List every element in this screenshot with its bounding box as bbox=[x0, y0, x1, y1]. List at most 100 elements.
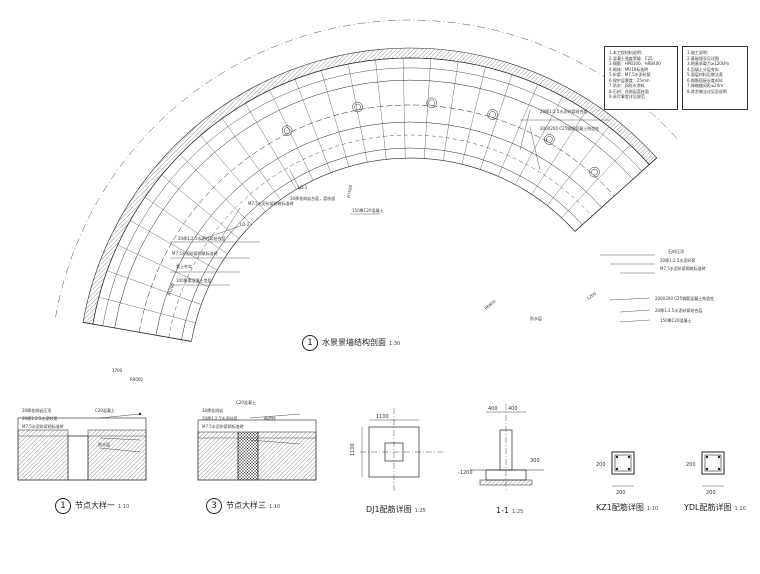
fountain-light-icon bbox=[544, 134, 555, 145]
note-left-line: 8.石材：花岗岩荔枝面 bbox=[609, 88, 649, 94]
plan-label-c: 100厚素混凝土垫层 bbox=[176, 277, 212, 283]
ydl-dim-w: 200 bbox=[706, 490, 716, 496]
ydl-text: YDL配筋详图 bbox=[684, 503, 732, 512]
fountain-light-icon bbox=[489, 111, 496, 118]
plan-label-f: M7.5水泥砂浆砌筑标准砖 bbox=[248, 200, 294, 206]
note-left-line: 4.砌体：MU10标准砖 bbox=[609, 66, 649, 72]
radial-joint bbox=[561, 144, 631, 218]
plan-label-d: 素土夯实 bbox=[176, 263, 192, 269]
outer-wall-band bbox=[82, 47, 658, 325]
plan-label-j: 石材压顶 bbox=[668, 248, 684, 254]
plan-label-q: 1200 bbox=[586, 291, 598, 301]
note-right-line: 8.其余做法详见总说明 bbox=[687, 88, 727, 94]
note-right-line: 7.伸缩缝间距≤20m bbox=[687, 83, 724, 88]
sec-dim-h: -1200 bbox=[458, 470, 473, 476]
plan-label-g: 200X200 C25钢筋混凝土构造柱 bbox=[540, 125, 599, 131]
detail-3-labels: C20混凝土 30厚花岗岩 20厚1:2.5水泥砂浆 M7.5水泥砂浆砌标准砖 … bbox=[202, 399, 276, 429]
d3-label-b: 30厚花岗岩 bbox=[202, 407, 223, 413]
note-right-line: 2.基础埋深见详图 bbox=[687, 55, 719, 61]
main-title-scale: 1:30 bbox=[389, 341, 401, 347]
fountain-light-icon bbox=[283, 127, 291, 134]
kz1-detail: 200 200 bbox=[596, 451, 635, 496]
plan-label-e2: 150厚C20混凝土 bbox=[660, 317, 692, 323]
note-left-line: 1.本工程材料说明： bbox=[609, 50, 645, 55]
radial-joint bbox=[515, 96, 563, 185]
main-title-number: 1 bbox=[302, 335, 318, 351]
d1-label-e: 防水层 bbox=[98, 441, 110, 447]
wall-end-cap bbox=[574, 157, 657, 232]
plan-label-h: 20厚1:2.5水泥砂浆 bbox=[660, 257, 695, 263]
plan-labels: 20厚1:2.5水泥砂浆结合层 200X200 C25钢筋混凝土构造柱 LD-1… bbox=[112, 108, 714, 382]
note-left-line: 2.混凝土强度等级：C25 bbox=[609, 55, 653, 61]
detail-3-drawing bbox=[197, 413, 317, 481]
kz1-dim-w: 200 bbox=[616, 490, 626, 496]
plan-label-o: R5200 bbox=[166, 282, 175, 296]
arc-line bbox=[114, 79, 634, 328]
detail-1-labels: 30厚花岗岩压顶 20厚1:2.5水泥砂浆 M7.5水泥砂浆砌标准砖 C20混凝… bbox=[22, 407, 115, 447]
ydl-scale: 1:10 bbox=[734, 506, 746, 512]
arc-line bbox=[102, 67, 643, 326]
detail-3-scale: 1:10 bbox=[269, 504, 281, 510]
radial-joint bbox=[347, 63, 368, 163]
leader-line bbox=[529, 126, 541, 171]
plan-label-a: 20厚1:2.5水泥砂浆结合层 bbox=[540, 108, 587, 114]
radial-joint bbox=[107, 270, 202, 305]
d1-label-b: 20厚1:2.5水泥砂浆 bbox=[22, 415, 57, 421]
note-left-line: 5.砂浆：M7.5水泥砂浆 bbox=[609, 72, 651, 77]
plan-label-i: 防水层 bbox=[530, 315, 542, 321]
arc-inner-dashed bbox=[168, 134, 593, 338]
radial-joint bbox=[402, 58, 406, 159]
plan-label-f2: M7.5水泥砂浆砌筑标准砖 bbox=[172, 250, 218, 256]
dj1-dim-w1: 1100 bbox=[376, 414, 389, 420]
dj1-scale: 1:25 bbox=[414, 508, 426, 514]
d1-label-d: C20混凝土 bbox=[95, 407, 115, 413]
note-right-line: 3.地基承载力≥120kPa bbox=[687, 61, 729, 66]
detail-1-scale: 1:10 bbox=[118, 504, 130, 510]
radial-joint bbox=[375, 59, 387, 160]
radial-joint bbox=[547, 126, 610, 206]
radial-joint bbox=[480, 74, 513, 170]
detail-1-number: 1 bbox=[55, 498, 71, 514]
arc-centerline bbox=[138, 104, 615, 333]
dj1-text: DJ1配筋详图 bbox=[366, 505, 412, 514]
sec-dim-w2: 400 bbox=[508, 406, 518, 412]
d1-label-c: M7.5水泥砂浆砌标准砖 bbox=[22, 423, 64, 429]
note-left-line: 3.钢筋：HPB300、HRB400 bbox=[609, 61, 661, 66]
radial-joint bbox=[321, 70, 349, 167]
plan-label-e: 150厚C20混凝土 bbox=[352, 207, 384, 213]
fountain-light-icon bbox=[354, 103, 361, 111]
dj1-plan: 1100 1100 bbox=[350, 408, 444, 492]
fountain-light-icon bbox=[426, 97, 437, 109]
plan-leaders bbox=[170, 109, 655, 323]
radial-joint bbox=[424, 58, 431, 159]
detail-3-text: 节点大样三 bbox=[226, 501, 266, 510]
plan-label-a2: 30厚花岗岩台面，荔枝面 bbox=[290, 195, 335, 201]
wall-end-cap bbox=[82, 321, 192, 342]
main-title-text: 水景景墙结构剖面 bbox=[322, 338, 386, 347]
note-left-line: 9.未尽事宜详见规范 bbox=[609, 94, 645, 99]
radial-joint bbox=[294, 79, 331, 173]
plan-label-b3: 20厚1:2.5水泥砂浆结合层 bbox=[655, 307, 702, 313]
plan-label-l: LD-2 bbox=[240, 222, 250, 227]
note-left-line: 7.防水：JS防水涂料 bbox=[609, 83, 645, 88]
leader-line bbox=[199, 225, 241, 241]
leader-line bbox=[519, 109, 531, 151]
fountain-light-icon bbox=[428, 99, 435, 107]
arc-line bbox=[191, 157, 576, 342]
section-1-1: 400 400 -1200 300 bbox=[458, 404, 544, 492]
radial-joint bbox=[221, 118, 281, 200]
d3-label-d: M7.5水泥砂浆砌标准砖 bbox=[202, 423, 244, 429]
radial-joint bbox=[180, 154, 252, 225]
kz1-scale: 1:10 bbox=[646, 506, 659, 512]
note-right-line: 1.施工说明： bbox=[687, 50, 711, 55]
radial-joint bbox=[200, 135, 266, 212]
plan-label-r: R9000 bbox=[130, 377, 143, 382]
